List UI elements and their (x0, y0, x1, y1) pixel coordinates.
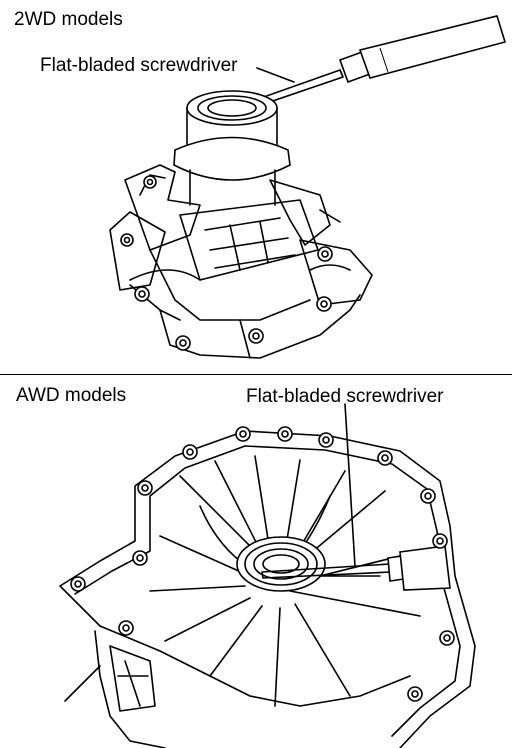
leader-line-2wd (256, 67, 295, 83)
transmission-case-awd-illustration (59, 403, 476, 748)
bolt-holes-awd (70, 426, 455, 702)
transfer-case-2wd-illustration (109, 15, 507, 359)
oil-seal-2wd (186, 90, 278, 160)
panel-awd-title: AWD models (16, 385, 127, 406)
housing-flange-awd (59, 430, 476, 748)
panel-2wd-tool-label: Flat-bladed screwdriver (40, 55, 238, 76)
flange-2wd (173, 136, 291, 206)
panel-awd-tool-label: Flat-bladed screwdriver (246, 386, 444, 407)
lower-bracket-awd (64, 630, 166, 748)
bolt-holes-2wd (120, 175, 333, 351)
screwdriver-awd (261, 545, 451, 591)
panel-2wd-title: 2WD models (14, 9, 123, 30)
leader-line-awd (344, 403, 356, 567)
oil-seal-awd (236, 536, 326, 592)
panel-divider (0, 374, 512, 375)
housing-2wd (109, 164, 373, 359)
